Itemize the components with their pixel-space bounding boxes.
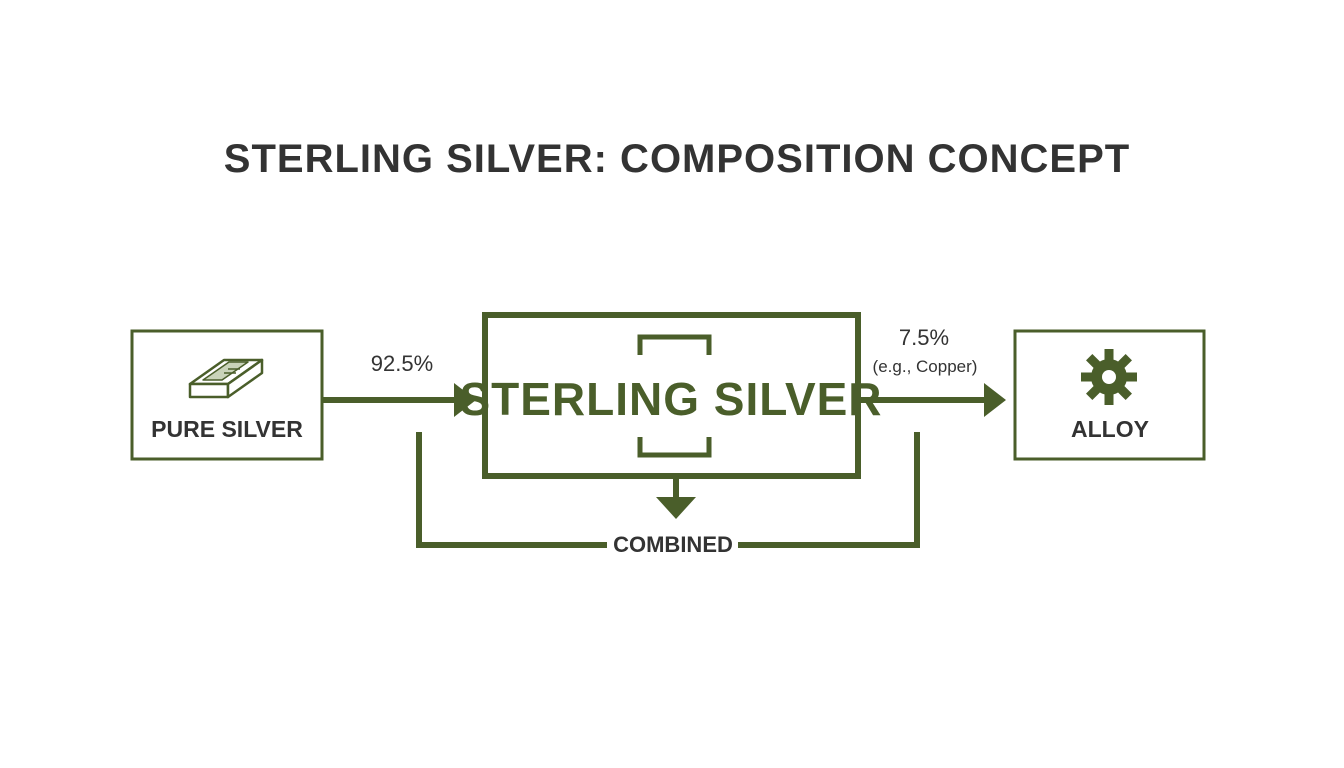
alloy-label: ALLOY xyxy=(1071,416,1149,442)
diagram-title: STERLING SILVER: COMPOSITION CONCEPT xyxy=(224,137,1130,181)
alloy-node: ALLOY xyxy=(1013,329,1206,461)
top-bracket xyxy=(637,334,712,355)
silver-ingot-icon xyxy=(188,358,264,399)
combined-bracket xyxy=(416,432,920,548)
arrow-sterling-to-alloy xyxy=(858,383,1006,417)
sterling-silver-box xyxy=(482,312,861,479)
sterling-silver-label: STERLING SILVER xyxy=(459,373,882,425)
pure-silver-node: PURE SILVER xyxy=(130,329,324,461)
pure-silver-percentage: 92.5% xyxy=(371,351,433,376)
alloy-percentage: 7.5% xyxy=(899,325,949,350)
sterling-silver-node: STERLING SILVER xyxy=(459,312,882,479)
combined-label: COMBINED xyxy=(613,532,733,557)
alloy-example-note: (e.g., Copper) xyxy=(873,357,978,376)
arrow-pure-to-sterling xyxy=(322,383,476,417)
arrow-sterling-down xyxy=(656,476,696,519)
pure-silver-label: PURE SILVER xyxy=(151,416,303,442)
bottom-bracket xyxy=(637,437,712,458)
gear-icon xyxy=(1081,349,1137,405)
